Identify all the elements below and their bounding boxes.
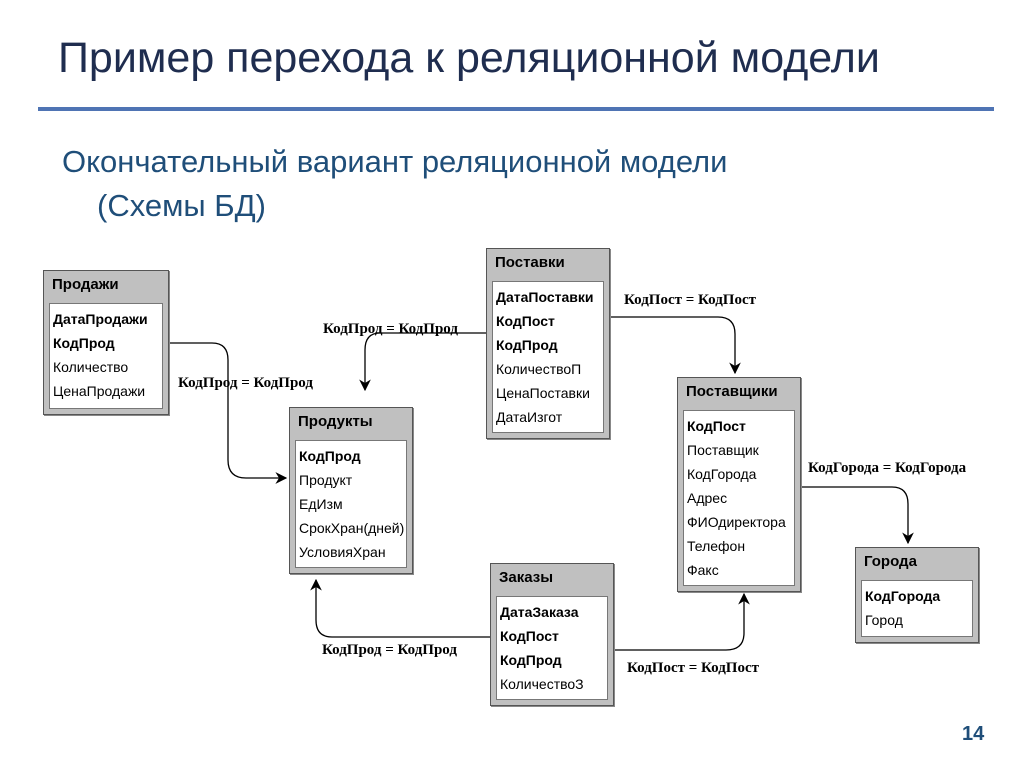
field-row: КодПрод bbox=[496, 337, 558, 353]
table-title: Поставщики bbox=[686, 383, 778, 400]
table-postavshchiki[interactable]: Поставщики КодПост Поставщик КодГорода А… bbox=[677, 377, 801, 592]
relation-label-postavshchiki-goroda: КодГорода = КодГорода bbox=[808, 460, 967, 476]
field-row: Поставщик bbox=[687, 442, 759, 458]
table-title: Продажи bbox=[52, 276, 119, 293]
field-list: КодПрод Продукт ЕдИзм СрокХран(дней) Усл… bbox=[295, 440, 407, 568]
arrow-postavki-to-postavshchiki bbox=[609, 316, 741, 375]
field-row: Факс bbox=[687, 562, 719, 578]
field-row: КодПост bbox=[500, 628, 559, 644]
field-row: Адрес bbox=[687, 490, 728, 506]
field-row: ЕдИзм bbox=[299, 496, 343, 512]
field-row: Количество bbox=[53, 359, 129, 375]
field-list: ДатаПродажи КодПрод Количество ЦенаПрода… bbox=[49, 303, 163, 409]
arrow-postavshchiki-to-goroda bbox=[798, 486, 914, 545]
page-number: 14 bbox=[962, 723, 985, 745]
table-title: Продукты bbox=[298, 413, 373, 430]
title-divider bbox=[38, 107, 994, 111]
slide-subtitle-line-2: (Схемы БД) bbox=[97, 188, 266, 223]
arrow-zakazy-to-postavshchiki bbox=[614, 592, 750, 651]
field-row: Город bbox=[865, 612, 903, 628]
field-row: ЦенаПродажи bbox=[53, 383, 146, 399]
field-row: УсловияХран bbox=[299, 544, 386, 560]
field-row: ФИОдиректора bbox=[687, 514, 786, 530]
table-produkty[interactable]: Продукты КодПрод Продукт ЕдИзм СрокХран(… bbox=[289, 407, 413, 574]
field-row: КоличествоП bbox=[496, 361, 582, 377]
slide-subtitle-line-1: Окончательный вариант реляционной модели bbox=[62, 144, 728, 179]
field-list: КодГорода Город bbox=[861, 580, 973, 637]
relation-label-zakazy-produkty: КодПрод = КодПрод bbox=[322, 642, 457, 658]
field-row: КоличествоЗ bbox=[500, 676, 584, 692]
relation-label-postavki-postavshchiki: КодПост = КодПост bbox=[624, 292, 757, 308]
field-list: ДатаПоставки КодПост КодПрод КоличествоП… bbox=[492, 281, 604, 433]
arrow-prodazhi-to-produkty bbox=[168, 342, 288, 484]
slide-title: Пример перехода к реляционной модели bbox=[58, 34, 880, 82]
field-row: Телефон bbox=[687, 538, 746, 554]
field-row: КодГорода bbox=[687, 466, 757, 482]
field-row: КодПост bbox=[687, 418, 746, 434]
field-row: ДатаПродажи bbox=[53, 311, 148, 327]
arrow-postavki-to-produkty bbox=[359, 332, 486, 392]
field-row: ДатаПоставки bbox=[496, 289, 594, 305]
arrow-zakazy-to-produkty bbox=[310, 578, 490, 638]
relation-label-zakazy-postavshchiki: КодПост = КодПост bbox=[627, 660, 760, 676]
table-zakazy[interactable]: Заказы ДатаЗаказа КодПост КодПрод Количе… bbox=[490, 563, 614, 706]
field-row: Продукт bbox=[299, 472, 353, 488]
relation-label-postavki-produkty: КодПрод = КодПрод bbox=[323, 321, 458, 337]
field-row: КодГорода bbox=[865, 588, 941, 604]
field-row: КодПрод bbox=[53, 335, 115, 351]
field-row: СрокХран(дней) bbox=[299, 520, 405, 536]
field-row: ЦенаПоставки bbox=[496, 385, 590, 401]
field-row: КодПрод bbox=[500, 652, 562, 668]
table-postavki[interactable]: Поставки ДатаПоставки КодПост КодПрод Ко… bbox=[486, 248, 610, 439]
field-row: КодПрод bbox=[299, 448, 361, 464]
table-title: Поставки bbox=[495, 254, 565, 271]
table-prodazhi[interactable]: Продажи ДатаПродажи КодПрод Количество Ц… bbox=[43, 270, 169, 415]
field-row: КодПост bbox=[496, 313, 555, 329]
field-list: ДатаЗаказа КодПост КодПрод КоличествоЗ bbox=[496, 596, 608, 700]
table-title: Города bbox=[864, 553, 917, 570]
field-list: КодПост Поставщик КодГорода Адрес ФИОдир… bbox=[683, 410, 795, 586]
table-title: Заказы bbox=[499, 569, 554, 586]
relation-label-prodazhi-produkty: КодПрод = КодПрод bbox=[178, 375, 313, 391]
field-row: ДатаЗаказа bbox=[500, 604, 579, 620]
table-goroda[interactable]: Города КодГорода Город bbox=[855, 547, 979, 643]
field-row: ДатаИзгот bbox=[496, 409, 563, 425]
